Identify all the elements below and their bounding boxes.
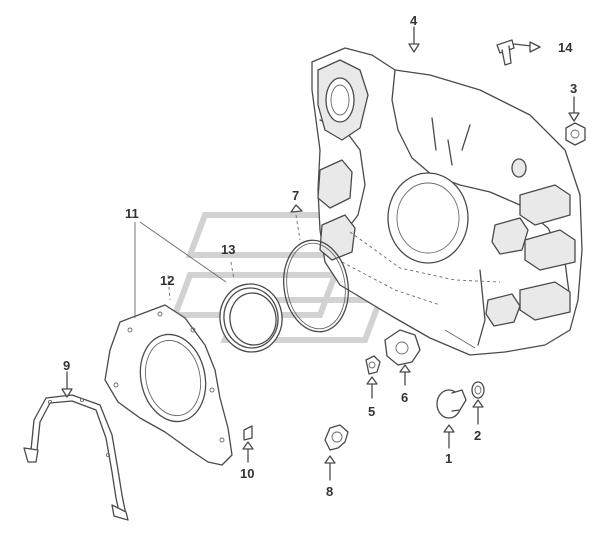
part-small-clip	[242, 425, 254, 463]
part-small-bolt	[365, 355, 381, 399]
callout-9: 9	[63, 358, 70, 373]
part-bracket-clip	[324, 424, 349, 481]
callout-2: 2	[474, 428, 481, 443]
callout-10: 10	[240, 466, 254, 481]
part-seal-carrier	[104, 274, 233, 466]
callout-14: 14	[558, 40, 573, 55]
part-washer	[471, 381, 485, 425]
part-flywheel-housing	[311, 47, 583, 356]
callout-4: 4	[410, 13, 418, 28]
callout-11: 11	[125, 206, 139, 221]
part-nut	[565, 96, 586, 146]
leader-11	[134, 221, 227, 318]
part-plug	[436, 389, 467, 449]
leader-4	[408, 26, 420, 53]
part-bolt	[496, 39, 541, 66]
callout-8: 8	[326, 484, 333, 499]
callout-12: 12	[160, 273, 174, 288]
part-gasket	[23, 371, 129, 521]
callout-1: 1	[445, 451, 452, 466]
part-cover-plate	[384, 329, 421, 386]
callout-6: 6	[401, 390, 408, 405]
part-oil-seal	[219, 261, 283, 353]
callout-13: 13	[221, 242, 235, 257]
part-o-ring	[283, 204, 349, 333]
callout-3: 3	[570, 81, 577, 96]
callout-7: 7	[292, 188, 299, 203]
callout-5: 5	[368, 404, 375, 419]
